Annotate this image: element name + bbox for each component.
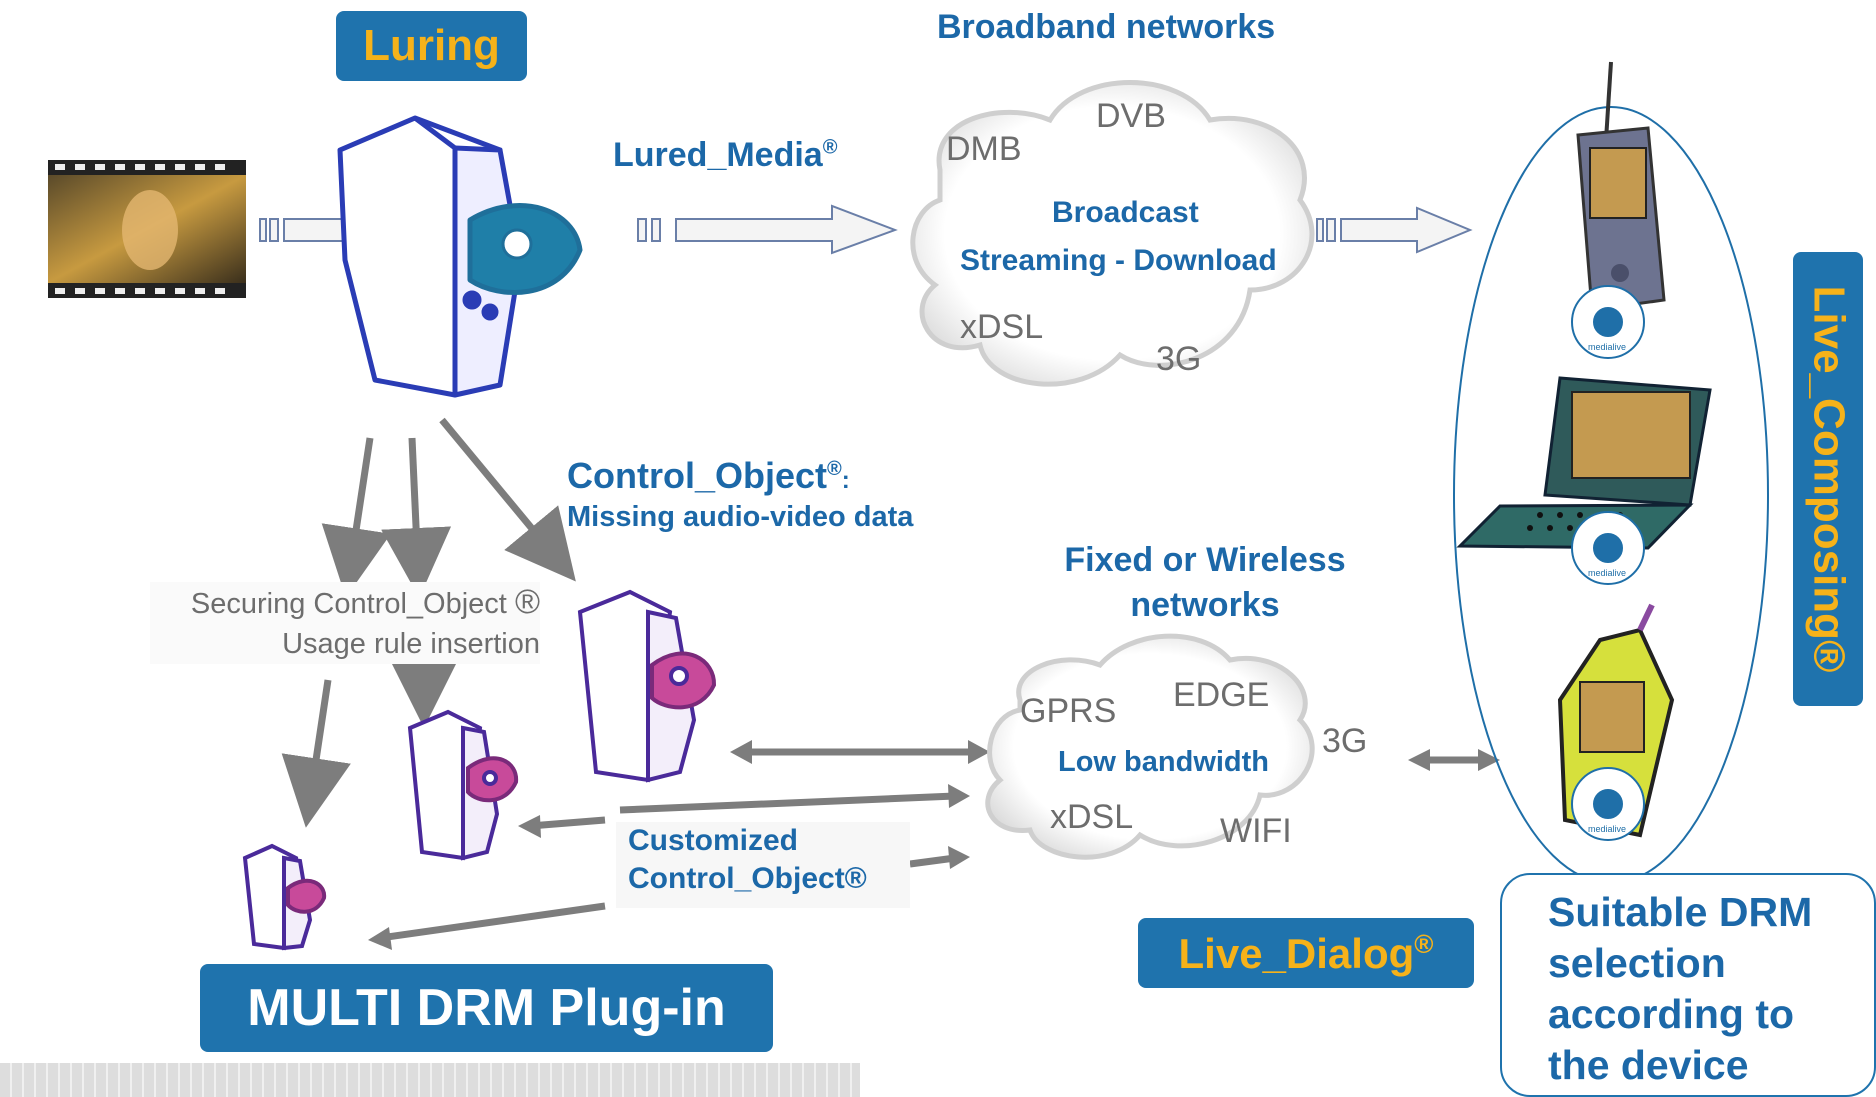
low-cloud-xdsl: xDSL xyxy=(1050,798,1134,836)
low-cloud-gprs: GPRS xyxy=(1020,692,1117,730)
cloud-xdsl: xDSL xyxy=(960,308,1044,346)
low-cloud-center: Low bandwidth xyxy=(1058,746,1270,778)
multi-drm-box: MULTI DRM Plug-in xyxy=(200,964,773,1052)
live-dialog-title: Live_Dialog® xyxy=(1178,928,1434,977)
control-object-title: Control_Object®: xyxy=(567,455,850,496)
control-object-desc: Missing audio-video data xyxy=(567,501,914,533)
luring-server-icon xyxy=(337,115,583,398)
broadband-title: Broadband networks xyxy=(937,8,1276,46)
live-dialog-box: Live_Dialog® xyxy=(1138,918,1474,988)
control-server-icon xyxy=(577,589,717,783)
cloud-dvb: DVB xyxy=(1096,97,1166,135)
live-composing-text-wrap: Live_Composing® xyxy=(1793,252,1863,706)
film-strip-icon xyxy=(48,160,246,298)
medialive-label-2: medialive xyxy=(1588,568,1627,578)
luring-label-box: Luring xyxy=(336,11,527,81)
luring-title: Luring xyxy=(363,21,500,70)
lured-media-label: Lured_Media® xyxy=(613,136,838,174)
luring-arrows xyxy=(281,417,576,828)
fixed-wireless-line1: Fixed or Wireless xyxy=(1064,541,1346,579)
live-composing-title: Live_Composing® xyxy=(1804,285,1854,673)
broadband-cloud-shape xyxy=(910,80,1315,387)
cloud-broadcast: Broadcast xyxy=(1052,196,1199,229)
drm-note-box: Suitable DRM selection according to the … xyxy=(1500,873,1876,1097)
cloud-3g: 3G xyxy=(1156,340,1202,378)
footer-stripe xyxy=(0,1063,860,1097)
securing-text: Securing Control_Object ® Usage rule ins… xyxy=(150,582,540,664)
plugin-server-icon xyxy=(242,843,327,951)
medialive-logo-icon xyxy=(1571,285,1645,841)
network-arrows xyxy=(368,740,1500,950)
fixed-wireless-line2: networks xyxy=(1130,586,1280,624)
cloud-streaming: Streaming - Download xyxy=(960,244,1277,277)
securing-line2: Usage rule insertion xyxy=(282,628,540,660)
usage-server-icon xyxy=(407,709,519,861)
laptop-device-icon xyxy=(1456,376,1712,550)
customized-line1: Customized xyxy=(628,824,799,857)
medialive-label-1: medialive xyxy=(1588,342,1627,352)
low-bandwidth-cloud-shape xyxy=(985,633,1315,860)
pda-device-icon xyxy=(1576,61,1666,312)
low-cloud-3g: 3G xyxy=(1322,722,1368,760)
customized-line2: Control_Object® xyxy=(628,862,867,895)
live-composing-box xyxy=(1793,252,1863,706)
low-cloud-wifi: WIFI xyxy=(1220,812,1292,850)
securing-line1: Securing Control_Object ® xyxy=(190,583,540,621)
fixed-wireless-title: Fixed or Wireless networks xyxy=(1030,538,1380,628)
customized-label: Customized Control_Object® xyxy=(616,822,910,908)
medialive-label-3: medialive xyxy=(1588,824,1627,834)
multi-drm-title: MULTI DRM Plug-in xyxy=(247,979,726,1037)
drm-note-text: Suitable DRM selection according to the … xyxy=(1548,889,1813,1088)
cloud-dmb: DMB xyxy=(946,130,1022,168)
low-cloud-edge: EDGE xyxy=(1173,676,1270,714)
